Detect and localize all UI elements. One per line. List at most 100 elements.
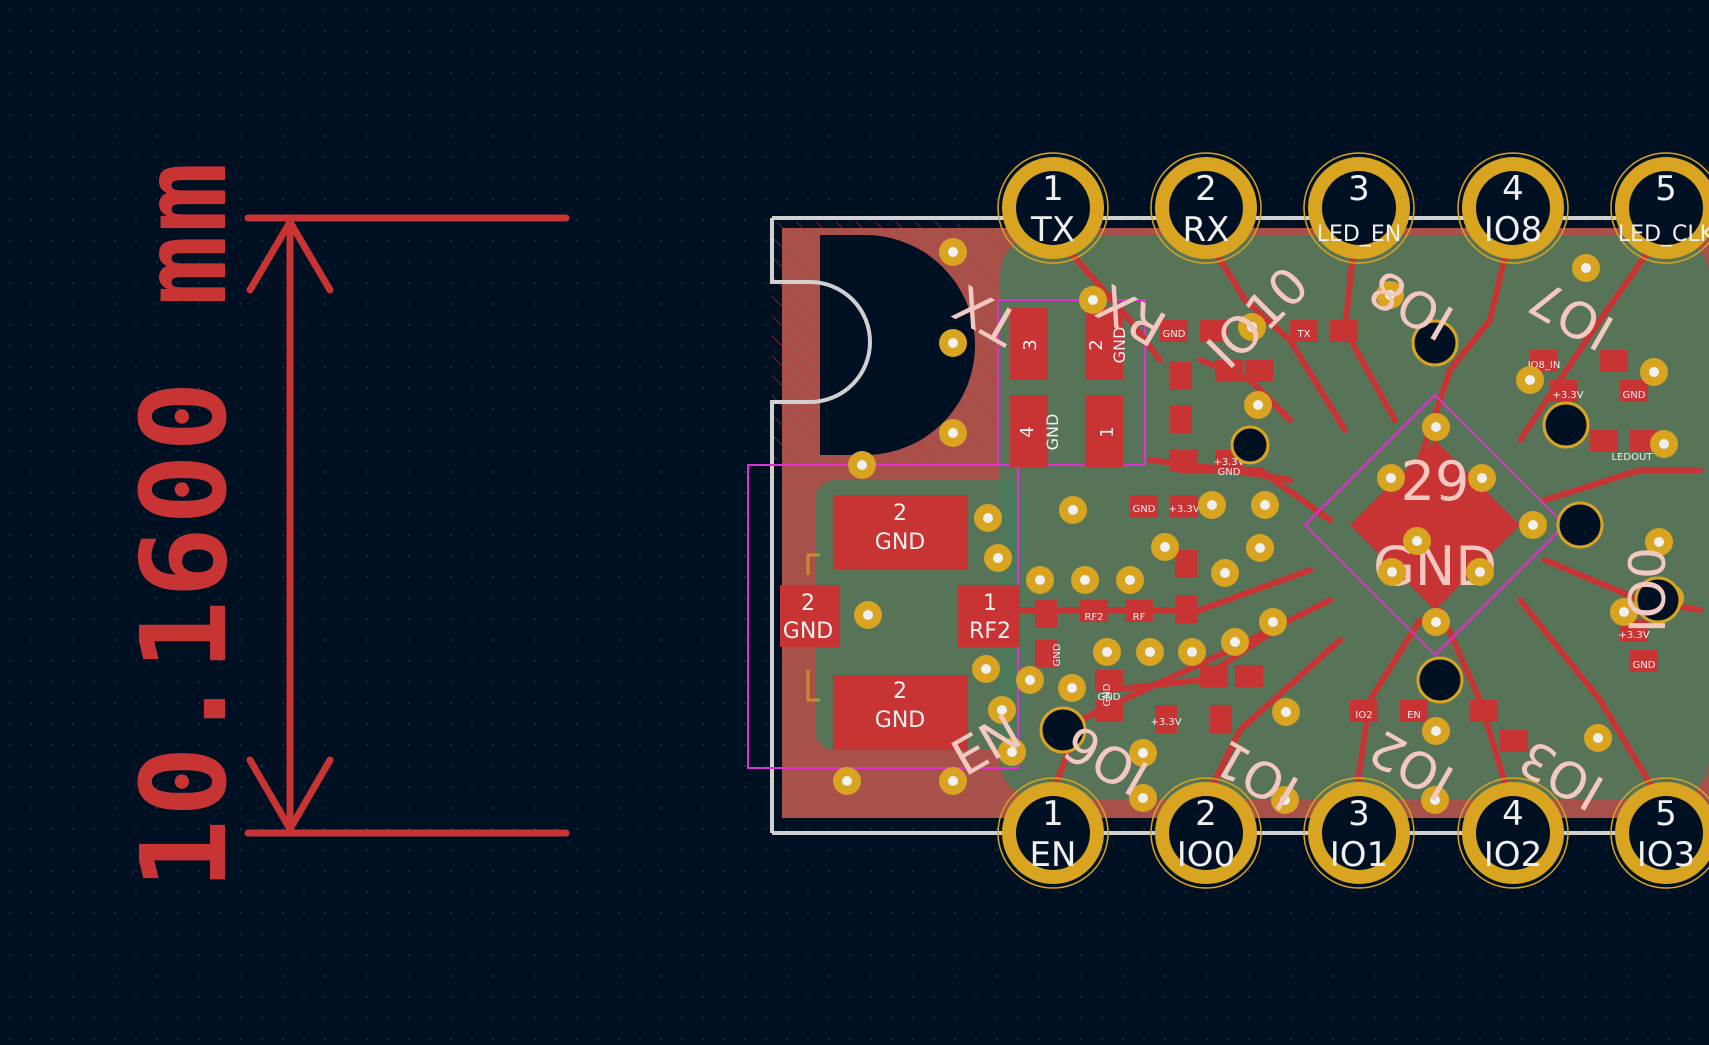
crystal-footprint[interactable]: 3 2 GND 4 GND 1	[1010, 308, 1129, 467]
silk-io0: IO0	[1619, 547, 1677, 633]
tiny-label-v33-3: +3.3V	[1150, 717, 1181, 728]
tiny-label-v33-5: +3.3V	[1618, 630, 1649, 641]
rf-silk-bracket-top	[806, 553, 820, 575]
rf-pad-signal[interactable]	[958, 585, 1020, 647]
crystal-pad-2[interactable]	[1085, 308, 1123, 380]
header-pad-hole	[1169, 171, 1243, 245]
header-pin-number: 1	[1042, 169, 1064, 209]
passive-components[interactable]	[1035, 320, 1658, 752]
tiny-label-ledout: LEDOUT	[1612, 452, 1654, 463]
header-pin-net: LED_EN	[1317, 222, 1401, 247]
tiny-label-gnd-1: GND	[1163, 329, 1186, 340]
top-header-pin-2[interactable]: 2RX	[1150, 152, 1262, 264]
header-pad-hole	[1016, 171, 1090, 245]
header-pad-outline	[1303, 777, 1415, 889]
header-pad-outline	[1303, 152, 1415, 264]
tiny-label-gnd-3: GND	[1133, 504, 1156, 515]
header-pad-hole	[1322, 171, 1396, 245]
tiny-label-v33-4: +3.3V	[1552, 390, 1583, 401]
header-pad-outline	[997, 152, 1109, 264]
dimension-label: 10.1600 mm	[115, 160, 253, 890]
header-pad-outline	[1457, 152, 1569, 264]
rf-pad-left-num: 2	[801, 591, 815, 616]
tiny-label-v33-1: +3.3V	[1213, 457, 1244, 468]
header-pin-number: 5	[1655, 794, 1677, 834]
tiny-label-rf: RF	[1133, 612, 1146, 623]
header-pin-net: IO2	[1484, 835, 1542, 875]
tiny-label-gnd-8: GND	[1052, 643, 1063, 666]
courtyard-crystal	[997, 299, 1146, 466]
header-pad-outline	[1610, 777, 1709, 889]
rf-pad-top-num: 2	[893, 501, 907, 526]
rf-pad-left[interactable]	[780, 585, 840, 647]
header-pad-hole	[1016, 796, 1090, 870]
keepout-dark	[820, 235, 975, 455]
header-pad-hole	[1169, 796, 1243, 870]
tiny-label-en: EN	[1407, 710, 1421, 721]
header-pin-number: 2	[1195, 169, 1217, 209]
component-tiny-labels: GND TX GND +3.3V GND +3.3V RF2 RF GND +3…	[1052, 329, 1656, 728]
pcb-board[interactable]: 29 GND 3 2 GND 4 GND 1 2 GND 2 GND 2	[747, 216, 1709, 835]
header-pad-outline	[1150, 152, 1262, 264]
mcu-pad-number: 29	[1401, 450, 1470, 513]
rf-pad-signal-num: 1	[983, 591, 997, 616]
top-header-pin-1[interactable]: 1TX	[997, 152, 1109, 264]
rf-pad-top-net: GND	[875, 530, 925, 555]
header-pad-hole	[1629, 796, 1703, 870]
header-pin-net: LED_CLK	[1618, 222, 1709, 247]
header-pin-number: 4	[1502, 169, 1524, 209]
header-pin-net: IO8	[1484, 210, 1542, 250]
rf-silk-bracket-bottom	[806, 670, 820, 702]
dimension-measurement[interactable]	[244, 214, 570, 837]
rf-pad-left-net: GND	[783, 619, 833, 644]
header-pin-net: IO3	[1637, 835, 1695, 875]
header-pad-outline	[1610, 152, 1709, 264]
crystal-label-4-net: GND	[1043, 414, 1062, 451]
tiny-label-v33-2: +3.3V	[1168, 504, 1199, 515]
tiny-label-gnd-6: GND	[1633, 660, 1656, 671]
header-pad-hole	[1629, 171, 1703, 245]
bottom-header-pin-1[interactable]: 1EN	[997, 777, 1109, 889]
rf-pad-bottom-net: GND	[875, 708, 925, 733]
rf-pad-signal-net: RF2	[969, 619, 1011, 644]
crystal-pad-4[interactable]	[1010, 395, 1048, 467]
header-pin-number: 4	[1502, 794, 1524, 834]
tiny-label-tx: TX	[1297, 329, 1311, 340]
rf-pad-bottom[interactable]	[833, 675, 968, 750]
rf-pad-top[interactable]	[833, 495, 968, 570]
crystal-label-2: 2	[1086, 339, 1107, 350]
crystal-pad-1[interactable]	[1085, 395, 1123, 467]
tiny-label-gnd-5: GND	[1623, 390, 1646, 401]
tiny-label-io8-in: IO8_IN	[1528, 360, 1561, 371]
header-pad-hole	[1476, 171, 1550, 245]
rf-pad-bottom-num: 2	[893, 679, 907, 704]
header-pin-net: IO0	[1177, 835, 1235, 875]
header-pin-number: 3	[1348, 169, 1370, 209]
dimension-arrow-bottom	[246, 756, 334, 836]
rf-connector[interactable]: 2 GND 2 GND 2 GND 1 RF2	[780, 495, 1020, 750]
crystal-label-2-net: GND	[1110, 327, 1129, 364]
header-pin-net: TX	[1030, 210, 1075, 250]
header-pin-net: IO1	[1330, 835, 1388, 875]
tiny-label-gnd-2: GND	[1218, 467, 1241, 478]
header-pin-number: 1	[1042, 794, 1064, 834]
tiny-label-gnd-4: GND	[1098, 692, 1121, 703]
mcu-courtyard	[1303, 393, 1567, 657]
header-pad-outline	[1150, 777, 1262, 889]
tiny-label-rf2: RF2	[1084, 612, 1103, 623]
header-pad-outline	[1457, 777, 1569, 889]
crystal-pad-3[interactable]	[1010, 308, 1048, 380]
crystal-label-1: 1	[1097, 426, 1118, 437]
vias	[833, 238, 1684, 814]
header-pad-hole	[1322, 796, 1396, 870]
